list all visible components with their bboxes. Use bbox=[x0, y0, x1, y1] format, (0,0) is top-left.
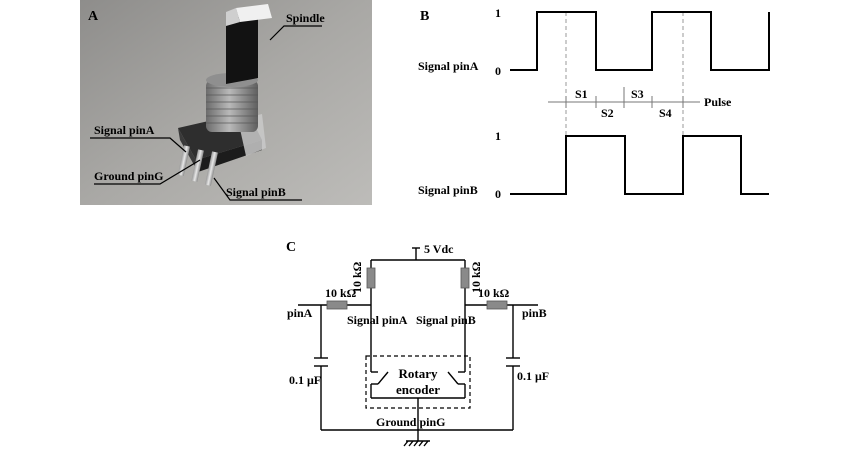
pin-a-leader bbox=[90, 137, 187, 153]
ground-pin-g-photo-label: Ground pinG bbox=[94, 169, 163, 183]
state-s4: S4 bbox=[659, 106, 672, 120]
signal-a-label: Signal pinA bbox=[418, 59, 479, 73]
encoder-label-line1: Rotary bbox=[399, 366, 438, 381]
circuit-panel: C bbox=[286, 240, 549, 447]
r-series-b-label: 10 kΩ bbox=[478, 286, 510, 300]
signal-pin-a-circuit-label: Signal pinA bbox=[347, 313, 408, 327]
circuit-wires bbox=[298, 247, 538, 447]
signal-b-waveform bbox=[510, 135, 769, 195]
resistor-series-b bbox=[486, 300, 508, 310]
signal-pin-b-photo-label: Signal pinB bbox=[226, 185, 286, 199]
waveform-panel: B 1 0 Signal pinA S1 S2 S3 S4 Pulse 1 0 … bbox=[418, 6, 770, 201]
r-pullup-b-label: 10 kΩ bbox=[469, 261, 483, 293]
pin-g-leader bbox=[94, 159, 201, 185]
encoder-label-line2: encoder bbox=[396, 382, 440, 397]
pin-a-label: pinA bbox=[287, 306, 313, 320]
r-series-a-label: 10 kΩ bbox=[325, 286, 357, 300]
signal-b-low: 0 bbox=[495, 187, 501, 201]
pin-b-leader bbox=[213, 177, 302, 201]
signal-pin-b-circuit-label: Signal pinB bbox=[416, 313, 476, 327]
panel-c-label: C bbox=[286, 240, 296, 255]
signal-a-waveform bbox=[510, 11, 770, 71]
panel-a-label: A bbox=[88, 9, 99, 24]
pulse-label: Pulse bbox=[704, 95, 732, 109]
encoder-photo bbox=[177, 4, 272, 186]
cap-a-label: 0.1 μF bbox=[289, 373, 321, 387]
spindle-leader bbox=[269, 25, 322, 41]
ground-label: Ground pinG bbox=[376, 415, 445, 429]
pin-b-label: pinB bbox=[522, 306, 547, 320]
state-s2: S2 bbox=[601, 106, 614, 120]
spindle-label: Spindle bbox=[286, 11, 325, 25]
signal-a-low: 0 bbox=[495, 64, 501, 78]
pulse-axis bbox=[548, 87, 700, 108]
photo-panel: A Spindle Signal pinA Ground pinG Signal… bbox=[80, 0, 372, 205]
encoder-box bbox=[365, 355, 471, 409]
resistor-pullup-b bbox=[460, 267, 470, 289]
signal-b-high: 1 bbox=[495, 129, 501, 143]
signal-pin-a-photo-label: Signal pinA bbox=[94, 123, 155, 137]
supply-label: 5 Vdc bbox=[424, 242, 454, 256]
signal-a-high: 1 bbox=[495, 6, 501, 20]
cap-b-label: 0.1 μF bbox=[517, 369, 549, 383]
resistor-pullup-a bbox=[366, 267, 376, 289]
state-s1: S1 bbox=[575, 87, 588, 101]
state-s3: S3 bbox=[631, 87, 644, 101]
resistors bbox=[326, 267, 508, 310]
signal-b-label: Signal pinB bbox=[418, 183, 478, 197]
panel-b-label: B bbox=[420, 9, 429, 24]
resistor-series-a bbox=[326, 300, 348, 310]
r-pullup-a-label: 10 kΩ bbox=[350, 261, 364, 293]
